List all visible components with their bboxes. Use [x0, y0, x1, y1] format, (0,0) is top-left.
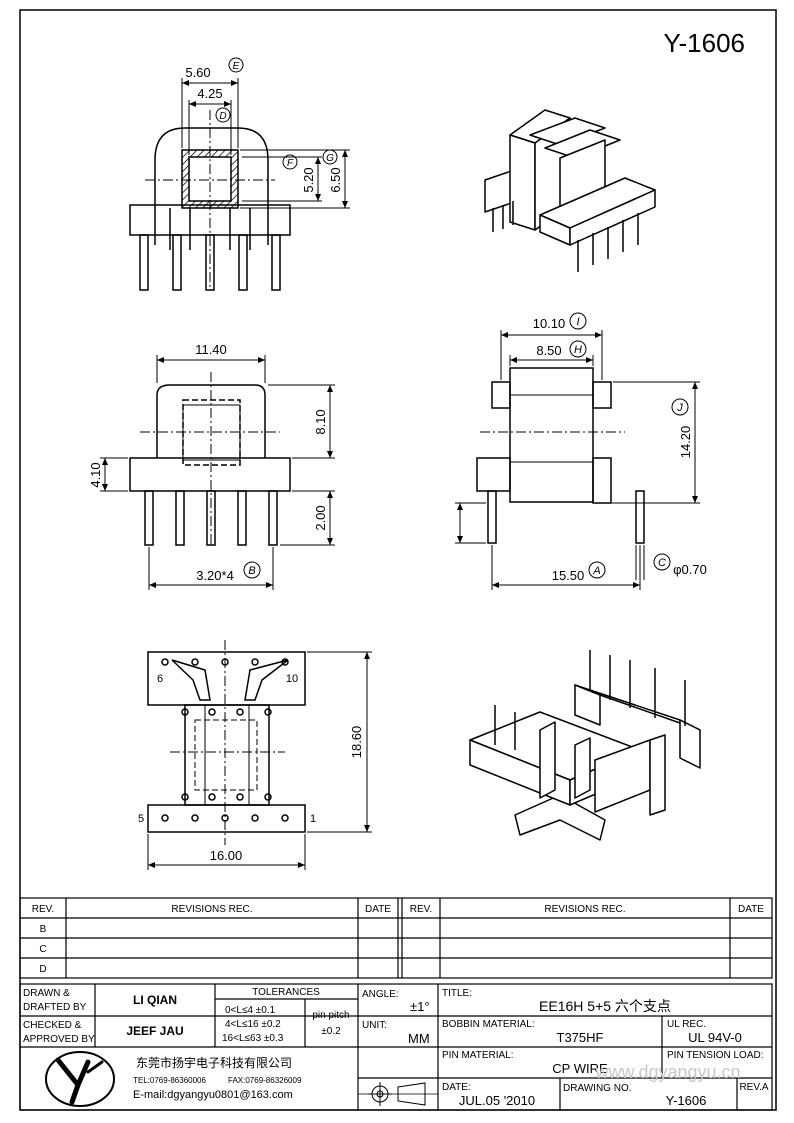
checked-label-2: APPROVED BY [23, 1034, 95, 1045]
watermark: www.dgyangyu.cn [594, 1062, 740, 1082]
right-view [455, 312, 700, 590]
tolerance-1: 0<L≤4 ±0.1 [225, 1005, 276, 1016]
date-label: DATE: [442, 1082, 471, 1093]
iso-view-bottom [469, 650, 701, 841]
ref-j: J [676, 402, 683, 414]
ref-c: C [658, 557, 666, 569]
dim-right-span: 15.50 [552, 568, 585, 583]
checked-name: JEEF JAU [126, 1024, 183, 1038]
drawing-no-value: Y-1606 [666, 1093, 707, 1108]
dim-front-width-outer: 5.60 [185, 65, 210, 80]
bobbin-label: BOBBIN MATERIAL: [442, 1019, 535, 1030]
company-logo [45, 1051, 115, 1107]
ref-g: G [326, 153, 334, 164]
pin-tension-label: PIN TENSION LOAD: [667, 1050, 764, 1061]
dim-side-pitch: 3.20*4 [196, 568, 234, 583]
ref-a: A [592, 565, 600, 577]
dim-right-inner: 8.50 [536, 343, 561, 358]
company-name: 东莞市扬宇电子科技有限公司 [136, 1055, 292, 1070]
dim-side-height: 8.10 [313, 409, 328, 434]
unit-value: MM [408, 1031, 430, 1046]
rev-header-right: REV. [410, 904, 432, 915]
revisions-header-right: REVISIONS REC. [544, 904, 625, 915]
dim-front-height-inner: 5.20 [301, 167, 316, 192]
rev-header-left: REV. [32, 904, 54, 915]
ref-h: H [574, 344, 582, 356]
date-header-right: DATE [738, 904, 764, 915]
pin-pitch-value: ±0.2 [321, 1026, 341, 1037]
dim-front-height-outer: 6.50 [328, 167, 343, 192]
rev-row-c: C [39, 944, 46, 955]
pin-material-value: CP WIRE [552, 1061, 608, 1076]
drawn-name: LI QIAN [133, 993, 177, 1007]
drawing-number: Y-1606 [664, 28, 745, 58]
drawn-label-1: DRAWN & [23, 988, 70, 999]
projection-symbol-icon [368, 1082, 426, 1106]
dim-bottom-width: 16.00 [210, 848, 243, 863]
ul-value: UL 94V-0 [688, 1030, 742, 1045]
dim-side-pin: 2.00 [313, 505, 328, 530]
date-header-left: DATE [365, 904, 391, 915]
pin-label-10: 10 [286, 673, 298, 685]
dim-side-width: 11.40 [195, 342, 227, 357]
dim-side-base: 4.10 [88, 462, 103, 487]
company-tel: TEL:0769-86360006 [133, 1076, 207, 1085]
dim-right-height: 14.20 [678, 426, 693, 459]
drawn-label-2: DRAFTED BY [23, 1002, 87, 1013]
angle-label: ANGLE: [362, 989, 399, 1000]
tolerance-3: 16<L≤63 ±0.3 [222, 1033, 284, 1044]
dim-bottom-length: 18.60 [349, 726, 364, 759]
angle-value: ±1° [410, 999, 430, 1014]
ref-d: D [219, 111, 226, 122]
drawing-no-label: DRAWING NO. [563, 1083, 632, 1094]
ref-f: F [287, 158, 294, 169]
dim-right-pin-dia: φ0.70 [673, 562, 707, 577]
ul-label: UL REC. [667, 1019, 706, 1030]
ref-e: E [233, 61, 240, 72]
pin-material-label: PIN MATERIAL: [442, 1050, 514, 1061]
checked-label-1: CHECKED & [23, 1020, 82, 1031]
dim-front-width-inner: 4.25 [197, 86, 222, 101]
company-fax: FAX:0769-86326009 [228, 1076, 302, 1085]
bobbin-value: T375HF [557, 1030, 604, 1045]
iso-view-top [484, 109, 656, 272]
tolerances-header: TOLERANCES [252, 987, 320, 998]
ref-b: B [248, 565, 255, 577]
dim-right-outer: 10.10 [533, 316, 566, 331]
pin-label-5: 5 [138, 813, 144, 825]
date-value: JUL.05 '2010 [459, 1093, 535, 1108]
pin-label-1: 1 [310, 813, 316, 825]
ref-i: I [576, 316, 579, 328]
company-email: E-mail:dgyangyu0801@163.com [133, 1089, 293, 1101]
pin-label-6: 6 [157, 673, 163, 685]
title-label: TITLE: [442, 988, 472, 999]
tolerance-2: 4<L≤16 ±0.2 [225, 1019, 281, 1030]
rev-row-b: B [40, 924, 47, 935]
bottom-view [147, 640, 372, 870]
pin-pitch-label: pin pitch [312, 1010, 349, 1021]
rev-a-label: REV.A [739, 1082, 768, 1093]
revisions-header-left: REVISIONS REC. [171, 904, 252, 915]
front-view [129, 57, 350, 291]
unit-label: UNIT: [362, 1020, 387, 1031]
revision-table [19, 897, 773, 979]
side-view [100, 355, 335, 590]
title-value: EE16H 5+5 六个支点 [539, 998, 671, 1014]
rev-row-d: D [39, 964, 46, 975]
